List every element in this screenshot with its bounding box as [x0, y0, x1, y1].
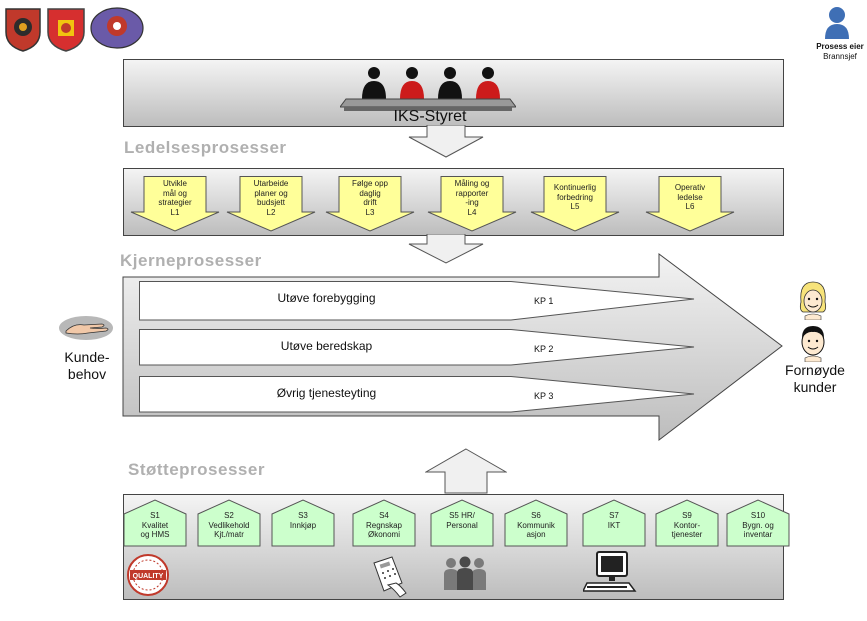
board-label: IKS-Styret: [393, 108, 467, 125]
face-icon-boy: [797, 322, 829, 367]
calculator-icon: [368, 555, 408, 604]
core-process-label: Utøve beredskap: [280, 339, 373, 353]
support-item-label: S3 Innkjøp: [289, 511, 317, 530]
customer-need-label: Kunde- behov: [64, 349, 110, 382]
management-item-4[interactable]: Måling og rapporter -ing L4: [427, 176, 517, 232]
down-arrow-2: [408, 234, 484, 264]
face-icon-girl: [797, 280, 829, 325]
management-item-6[interactable]: Operativ ledelse L6: [645, 176, 735, 232]
support-item-3[interactable]: S3 Innkjøp: [271, 499, 335, 547]
support-item-label: S9 Kontor- tjenester: [671, 511, 703, 539]
support-item-label: S7 IKT: [607, 511, 621, 530]
satisfied-customers-label: Fornøyde kunder: [785, 362, 845, 395]
management-item-label: Utvikle mål og strategier L1: [158, 179, 192, 217]
core-process-2[interactable]: Utøve beredskap KP 2: [139, 329, 699, 366]
section-title-management: Ledelsesprosesser: [124, 138, 287, 157]
core-process-1[interactable]: Utøve forebygging KP 1: [139, 281, 699, 321]
quality-stamp-icon: QUALITY: [125, 553, 171, 602]
support-item-label: S2 Vedlikehold Kjt./matr: [208, 511, 250, 539]
core-process-code: KP 2: [534, 344, 554, 354]
management-item-label: Operativ ledelse L6: [674, 183, 706, 211]
management-item-label: Kontinuerlig forbedring L5: [553, 183, 597, 211]
logo-1: [3, 6, 43, 57]
support-item-4[interactable]: S4 Regnskap Økonomi: [352, 499, 416, 547]
management-item-2[interactable]: Utarbeide planer og budsjett L2: [226, 176, 316, 232]
management-item-1[interactable]: Utvikle mål og strategier L1: [130, 176, 220, 232]
hand-icon: [58, 315, 114, 346]
people-group-icon: [441, 556, 489, 595]
support-item-label: S4 Regnskap Økonomi: [365, 511, 403, 539]
logo-2: [45, 6, 87, 57]
section-title-support: Støtteprosesser: [128, 460, 265, 479]
core-process-code: KP 1: [534, 296, 554, 306]
core-process-code: KP 3: [534, 391, 554, 401]
management-item-label: Måling og rapporter -ing L4: [454, 179, 490, 217]
computer-icon: [581, 551, 639, 598]
support-item-1[interactable]: S1 Kvalitet og HMS: [123, 499, 187, 547]
person-icon: [824, 6, 850, 45]
logo-3: [89, 6, 145, 55]
support-item-7[interactable]: S7 IKT: [582, 499, 646, 547]
management-item-5[interactable]: Kontinuerlig forbedring L5: [530, 176, 620, 232]
management-item-3[interactable]: Følge opp daglig drift L3: [325, 176, 415, 232]
support-item-label: S1 Kvalitet og HMS: [140, 511, 170, 539]
support-item-8[interactable]: S9 Kontor- tjenester: [655, 499, 719, 547]
section-title-core: Kjerneprosesser: [120, 251, 262, 270]
management-item-label: Utarbeide planer og budsjett L2: [253, 179, 289, 217]
support-item-9[interactable]: S10 Bygn. og inventar: [726, 499, 790, 547]
down-arrow-1: [408, 125, 484, 158]
core-process-3[interactable]: Øvrig tjenesteyting KP 3: [139, 376, 699, 413]
support-item-6[interactable]: S6 Kommunik asjon: [504, 499, 568, 547]
process-owner-name: Brannsjef: [823, 52, 857, 61]
core-process-label: Øvrig tjenesteyting: [276, 386, 377, 400]
quality-stamp-text: QUALITY: [133, 573, 164, 580]
board-table-icon: [339, 63, 517, 118]
support-item-2[interactable]: S2 Vedlikehold Kjt./matr: [197, 499, 261, 547]
support-item-5[interactable]: S5 HR/ Personal: [430, 499, 494, 547]
management-item-label: Følge opp daglig drift L3: [351, 179, 389, 217]
process-owner-title: Prosess eier: [816, 42, 864, 51]
core-process-label: Utøve forebygging: [277, 291, 376, 305]
up-arrow: [425, 448, 507, 494]
support-item-label: S6 Kommunik asjon: [517, 511, 555, 539]
support-item-label: S10 Bygn. og inventar: [742, 511, 774, 539]
support-item-label: S5 HR/ Personal: [446, 511, 478, 530]
